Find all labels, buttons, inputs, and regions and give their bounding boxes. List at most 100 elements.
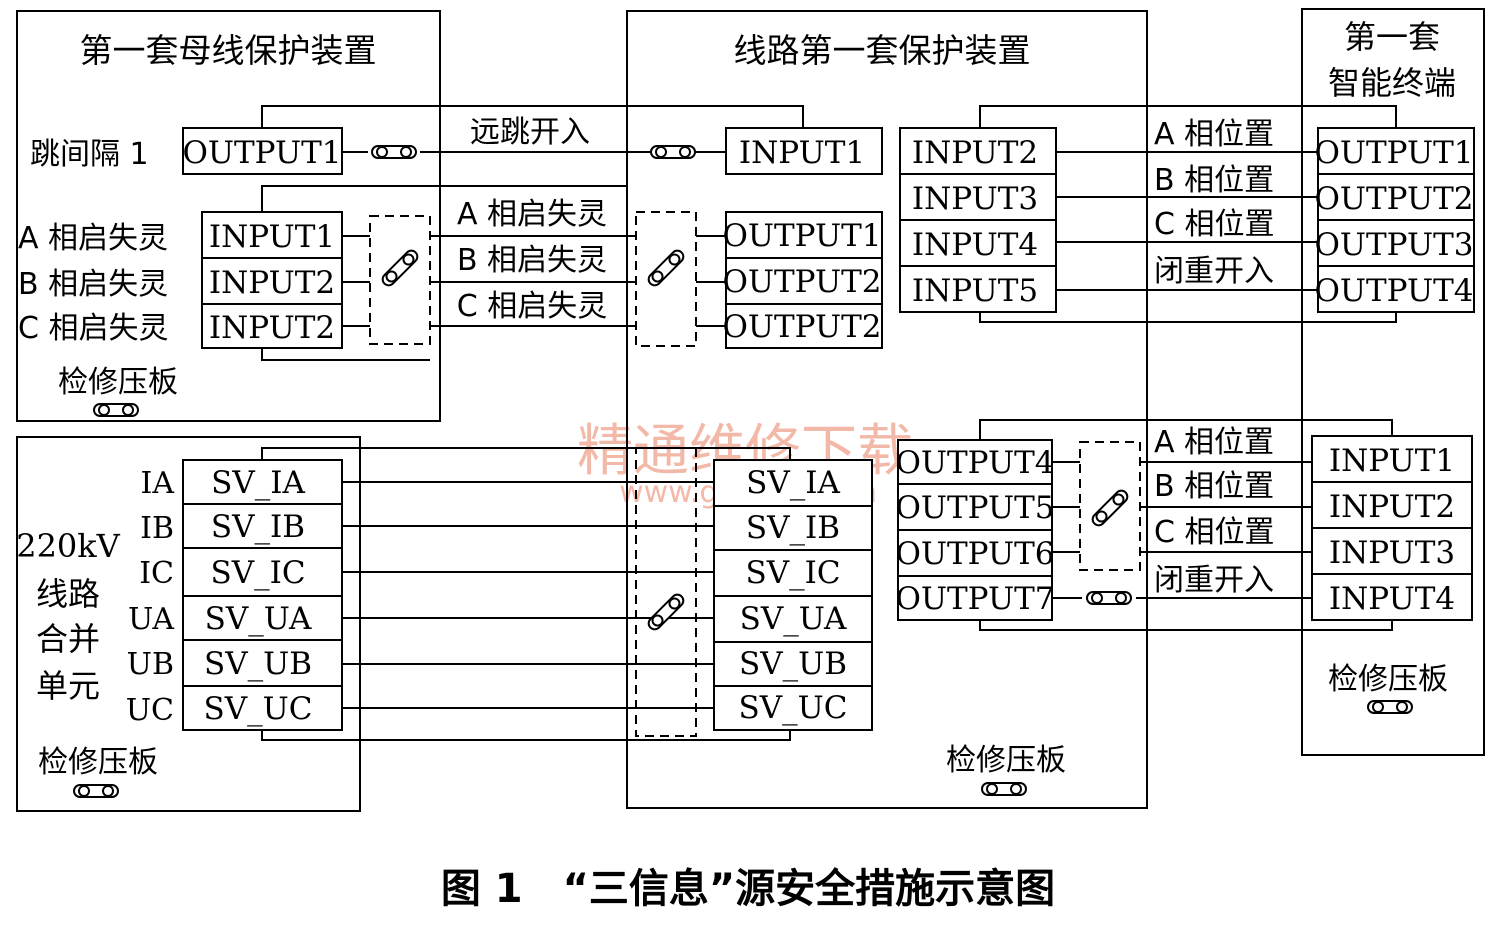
bus-input-port	[201, 257, 343, 305]
merging-unit-title-4: 单元	[36, 667, 100, 705]
bus-maint-plate-icon[interactable]	[93, 403, 139, 417]
mu-channel-label: UB	[127, 647, 174, 682]
smart-terminal-frame	[1301, 8, 1485, 756]
terminal-maint-plate-icon[interactable]	[1367, 700, 1413, 714]
terminal-input-port	[1311, 435, 1473, 483]
bus-maint-plate-label: 检修压板	[58, 365, 178, 400]
mu-sv-port	[182, 685, 343, 731]
line-position-input-label: INPUT5	[912, 273, 1038, 309]
line-sv-soft-plate-group	[635, 447, 697, 737]
line-output-label: OUTPUT2	[722, 264, 881, 300]
terminal-input-port	[1311, 527, 1473, 575]
line-output-label: OUTPUT2	[722, 309, 881, 345]
merging-unit-frame	[16, 436, 361, 812]
bus-protection-title: 第一套母线保护装置	[80, 31, 377, 70]
terminal-input-port	[1311, 573, 1473, 621]
bf-link-label-a: A 相启失灵	[457, 197, 607, 232]
pos-bottom-label-d: 闭重开入	[1154, 563, 1274, 598]
line-sv-port	[713, 459, 873, 507]
pos-top-label-b: B 相位置	[1154, 163, 1274, 198]
pos-bottom-label-a: A 相位置	[1154, 425, 1274, 460]
line-soft-plate-icon	[645, 247, 687, 289]
merging-unit-device: 220kV 线路 合并 单元 IA IB IC UA UB UC SV_IA S…	[16, 459, 343, 798]
bus-input-port	[201, 303, 343, 349]
line-sv-label: SV_IB	[746, 510, 840, 546]
line-maint-plate-icon[interactable]	[981, 782, 1027, 796]
line-sv-label: SV_UA	[740, 601, 847, 637]
line-position-soft-plate-group	[1079, 441, 1141, 571]
bf-link-label-c: C 相启失灵	[457, 289, 607, 324]
mu-sv-port	[182, 639, 343, 687]
terminal-input-label: INPUT2	[1329, 489, 1455, 525]
mu-sv-port	[182, 595, 343, 641]
mu-channel-label: IC	[139, 556, 174, 591]
line-position-output-label: OUTPUT5	[895, 490, 1054, 526]
bus-soft-plate-group	[369, 215, 431, 345]
line-sv-label: SV_UC	[739, 690, 848, 726]
mu-maint-plate-label: 检修压板	[38, 745, 158, 780]
pos-top-label-c: C 相位置	[1154, 207, 1274, 242]
bus-phase-label-a: A 相启失灵	[18, 221, 168, 256]
bus-input-label: INPUT2	[209, 310, 335, 346]
bus-phase-label-b: B 相启失灵	[18, 267, 168, 302]
line-output-port	[725, 257, 883, 305]
terminal-output-port	[1317, 173, 1475, 221]
pos-bottom-label-c: C 相位置	[1154, 515, 1274, 550]
bus-output1-label: OUTPUT1	[182, 135, 341, 171]
bus-output1-port	[182, 127, 343, 175]
line-protection-frame	[626, 10, 1148, 809]
remote-trip-receive-plate-icon[interactable]	[650, 145, 696, 159]
line-position-output-label: OUTPUT6	[895, 536, 1054, 572]
trip-bay-label: 跳间隔 1	[30, 137, 149, 172]
mu-sv-port	[182, 503, 343, 549]
line-sv-label: SV_UB	[739, 646, 847, 682]
remote-trip-plate-icon[interactable]	[371, 145, 417, 159]
line-sv-soft-plate-icon	[645, 591, 687, 633]
line-sv-port	[713, 685, 873, 731]
merging-unit-title-2: 线路	[36, 575, 100, 613]
line-protection-device: INPUT1 OUTPUT1 OUTPUT2 OUTPUT2 INPUT2 IN…	[635, 127, 1141, 796]
line-position-output-label: OUTPUT4	[895, 445, 1054, 481]
terminal-input-label: INPUT4	[1329, 581, 1455, 617]
merging-unit-title-1: 220kV	[16, 527, 120, 565]
terminal-output-port	[1317, 265, 1475, 313]
bf-link-label-b: B 相启失灵	[457, 243, 607, 278]
line-maint-plate-label: 检修压板	[946, 743, 1066, 778]
line-position-input-label: INPUT4	[912, 227, 1038, 263]
line-position-input-port	[899, 173, 1057, 221]
mu-sv-label: SV_IB	[211, 509, 305, 545]
line-position-input-port	[899, 265, 1057, 313]
line-sv-label: SV_IC	[745, 555, 840, 591]
line-soft-plate-group-a	[635, 211, 697, 347]
bus-input-label: INPUT1	[209, 219, 335, 255]
bus-phase-label-c: C 相启失灵	[18, 311, 168, 346]
line-input1-port	[725, 127, 883, 175]
terminal-output-port	[1317, 127, 1475, 175]
pos-bottom-label-b: B 相位置	[1154, 469, 1274, 504]
pos-top-label-d: 闭重开入	[1154, 254, 1274, 289]
terminal-output-port	[1317, 219, 1475, 267]
bus-input-label: INPUT2	[209, 265, 335, 301]
mu-channel-label: IB	[140, 511, 174, 546]
mu-sv-label: SV_UB	[204, 646, 312, 682]
mu-channel-label: IA	[140, 466, 174, 501]
line-position-input-label: INPUT2	[912, 135, 1038, 171]
line-sv-label: SV_IA	[746, 465, 840, 501]
line-position-output-port	[897, 439, 1053, 485]
reclose-block-plate-icon[interactable]	[1086, 591, 1132, 605]
line-position-output-label: OUTPUT7	[895, 581, 1054, 617]
line-protection-title: 线路第一套保护装置	[734, 31, 1031, 70]
line-output-label: OUTPUT1	[722, 218, 881, 254]
line-position-output-port	[897, 575, 1053, 621]
mu-maint-plate-icon[interactable]	[73, 784, 119, 798]
line-output-port	[725, 211, 883, 259]
mu-sv-label: SV_IA	[211, 465, 305, 501]
mu-sv-label: SV_UC	[204, 691, 313, 727]
pos-top-label-a: A 相位置	[1154, 117, 1274, 152]
line-position-output-port	[897, 529, 1053, 577]
terminal-output-label: OUTPUT1	[1314, 135, 1473, 171]
mu-sv-label: SV_IC	[210, 555, 305, 591]
terminal-input-label: INPUT3	[1329, 535, 1455, 571]
line-sv-port	[713, 595, 873, 643]
